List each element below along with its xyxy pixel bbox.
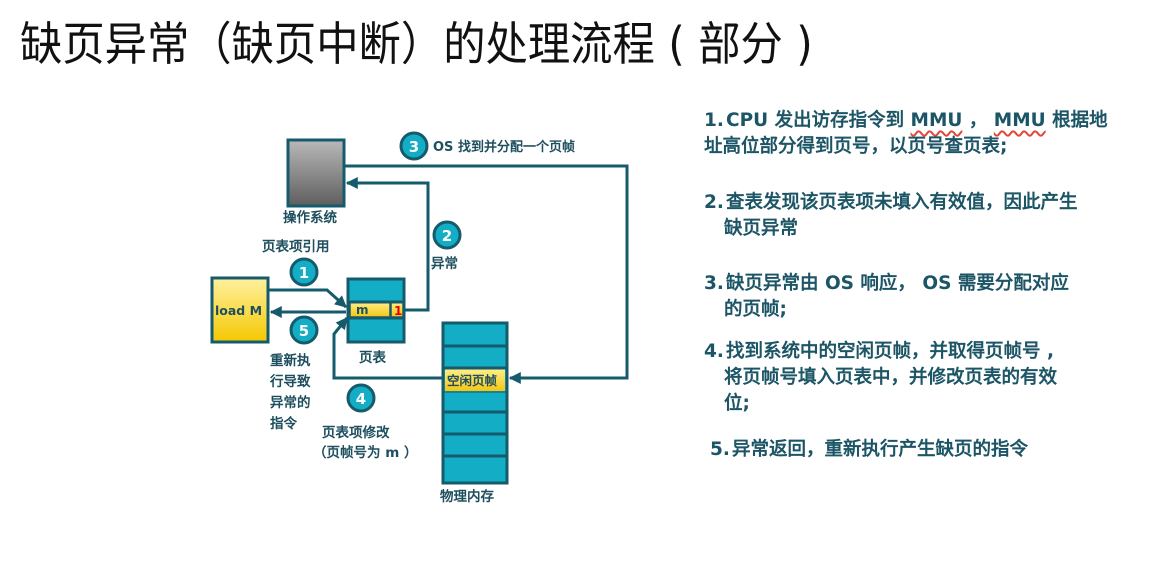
step-1-label: 页表项引用 bbox=[262, 238, 330, 255]
step-5-label-line4: 指令 bbox=[270, 415, 297, 432]
step-number: 4. bbox=[704, 341, 724, 362]
step-text: 查表发现该页表项未填入有效值，因此产生 bbox=[726, 192, 1078, 213]
step-text: 找到系统中的空闲页帧，并取得页帧号 , bbox=[726, 341, 1054, 362]
step-text: 址高位部分得到页号，以页号查页表; bbox=[704, 136, 1008, 157]
arrow-update-page-table bbox=[332, 317, 443, 380]
step-3-label: OS 找到并分配一个页帧 bbox=[433, 139, 575, 155]
step-description-3: 3.缺页异常由 OS 响应， OS 需要分配对应 的页帧; bbox=[704, 271, 1069, 323]
svg-text:5: 5 bbox=[299, 322, 309, 340]
physical-memory-label: 物理内存 bbox=[440, 488, 494, 505]
step-5-label-line3: 异常的 bbox=[270, 394, 311, 411]
spellcheck-word: MMU bbox=[993, 110, 1046, 131]
step-number: 3. bbox=[704, 273, 724, 294]
svg-text:3: 3 bbox=[409, 138, 419, 156]
spellcheck-word: MMU bbox=[910, 110, 963, 131]
page-title: 缺页异常（缺页中断）的处理流程 ( 部分 ) bbox=[20, 17, 813, 71]
step-text: 缺页异常 bbox=[724, 218, 799, 239]
step-text: 的页帧; bbox=[724, 299, 787, 320]
os-box bbox=[286, 138, 346, 208]
free-frame bbox=[445, 369, 505, 391]
arrow-page-table-reference bbox=[268, 288, 348, 309]
step-2-label: 异常 bbox=[431, 255, 458, 272]
step-1-badge: 1 bbox=[289, 257, 319, 287]
page-table-label: 页表 bbox=[359, 349, 386, 366]
step-4-label-line2: （页帧号为 m ） bbox=[313, 444, 417, 461]
step-number: 5. bbox=[710, 439, 730, 460]
step-description-4: 4.找到系统中的空闲页帧，并取得页帧号 , 将页帧号填入页表中，并修改页表的有效… bbox=[704, 339, 1057, 417]
arrow-allocate-frame bbox=[345, 164, 629, 384]
arrow-exception bbox=[345, 177, 430, 312]
step-description-5: 5.异常返回，重新执行产生缺页的指令 bbox=[710, 437, 1028, 463]
step-text: CPU 发出访存指令到 bbox=[726, 110, 911, 131]
step-3-badge: 3 bbox=[399, 131, 429, 161]
free-frame-label: 空闲页帧 bbox=[447, 373, 498, 388]
load-instruction-label: load M bbox=[215, 303, 262, 318]
step-text: 异常返回，重新执行产生缺页的指令 bbox=[732, 439, 1029, 460]
step-number: 2. bbox=[704, 192, 724, 213]
valid-bit-value: 1 bbox=[394, 304, 402, 318]
step-description-1: 1.CPU 发出访存指令到 MMU ， MMU 根据地 址高位部分得到页号，以页… bbox=[704, 108, 1108, 160]
svg-text:1: 1 bbox=[299, 264, 309, 282]
step-5-label-line1: 重新执 bbox=[270, 352, 311, 369]
step-text: ， bbox=[962, 110, 994, 131]
step-4-badge: 4 bbox=[346, 383, 376, 413]
step-text: 将页帧号填入页表中，并修改页表的有效 bbox=[724, 367, 1058, 388]
step-2-badge: 2 bbox=[432, 220, 462, 250]
load-instruction-box bbox=[210, 276, 270, 344]
step-5-label-line2: 行导致 bbox=[269, 373, 311, 390]
physical-memory: 空闲页帧 bbox=[441, 321, 509, 485]
step-number: 1. bbox=[704, 110, 724, 131]
step-text: 位; bbox=[724, 393, 750, 414]
step-4-label-line1: 页表项修改 bbox=[322, 424, 390, 441]
page-table: m 1 bbox=[346, 277, 406, 344]
step-description-2: 2.查表发现该页表项未填入有效值，因此产生 缺页异常 bbox=[704, 190, 1078, 242]
svg-text:2: 2 bbox=[442, 227, 452, 245]
step-5-badge: 5 bbox=[289, 315, 319, 345]
svg-text:4: 4 bbox=[356, 390, 366, 408]
page-frame-number: m bbox=[356, 303, 369, 317]
step-text: 根据地 bbox=[1045, 110, 1108, 131]
os-box-label: 操作系统 bbox=[283, 209, 337, 226]
step-text: 缺页异常由 OS 响应， OS 需要分配对应 bbox=[726, 273, 1069, 294]
